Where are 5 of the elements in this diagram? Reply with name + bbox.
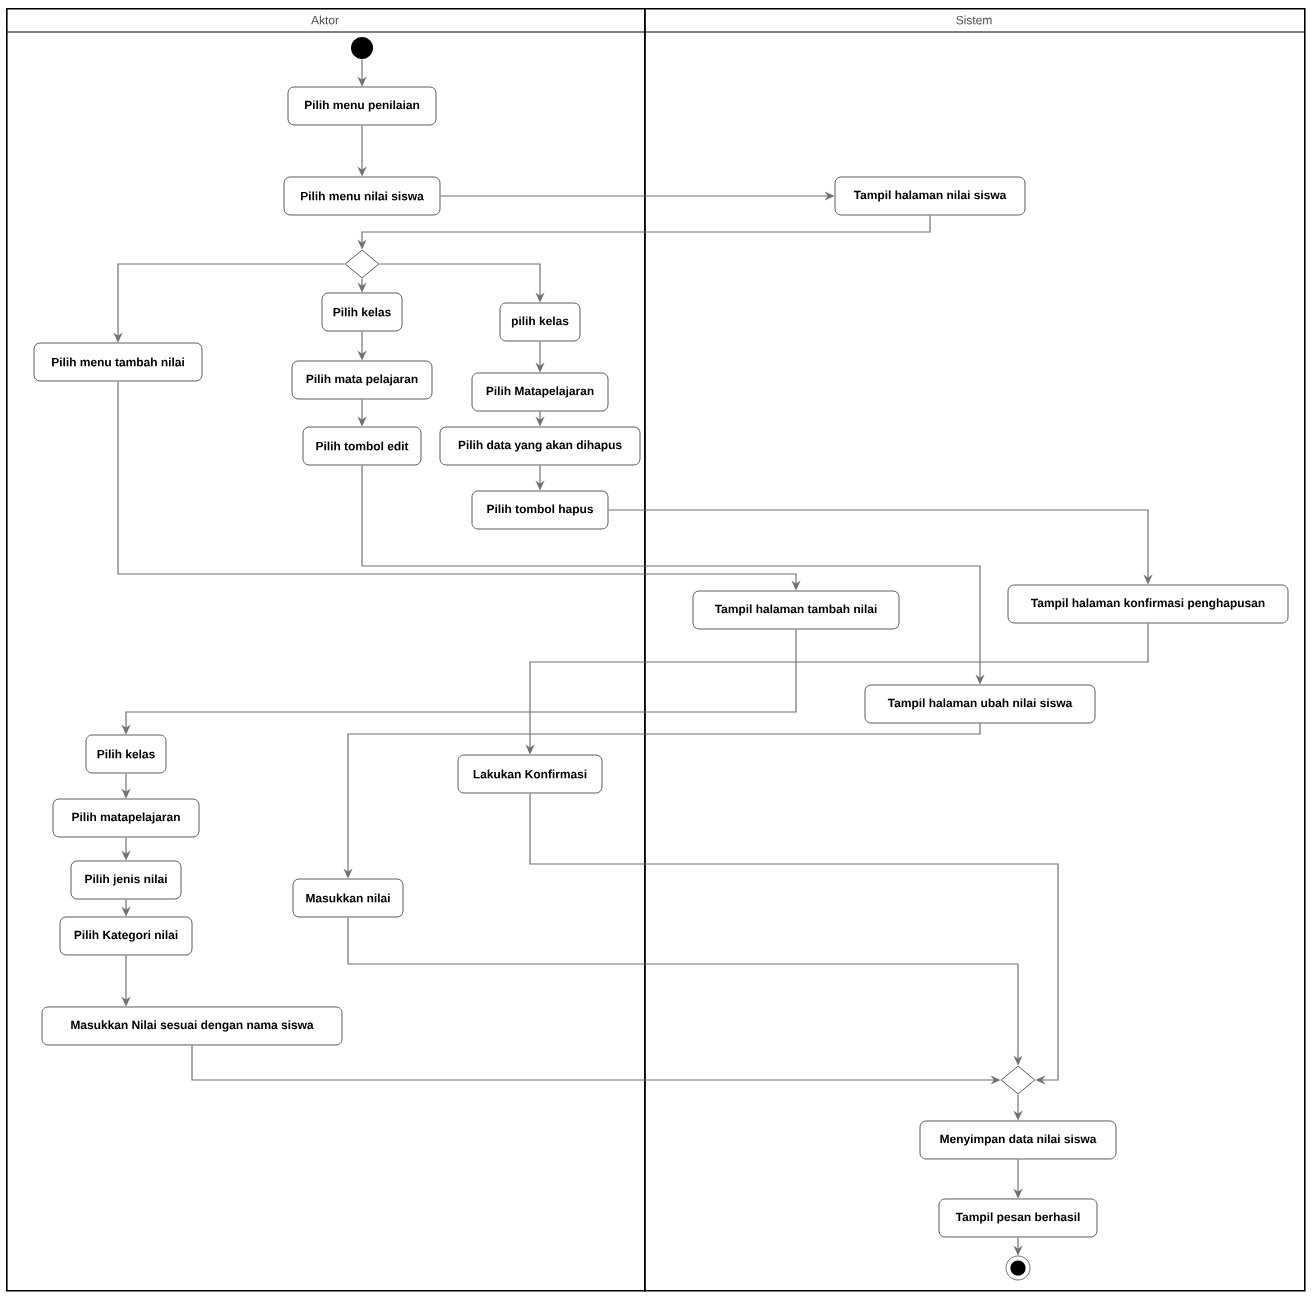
decision-diamond: [1000, 1065, 1036, 1095]
decision-diamond: [344, 249, 380, 279]
start-circle: [351, 37, 373, 59]
arrow: [529, 792, 1059, 1085]
end-circle: [1005, 1255, 1031, 1281]
